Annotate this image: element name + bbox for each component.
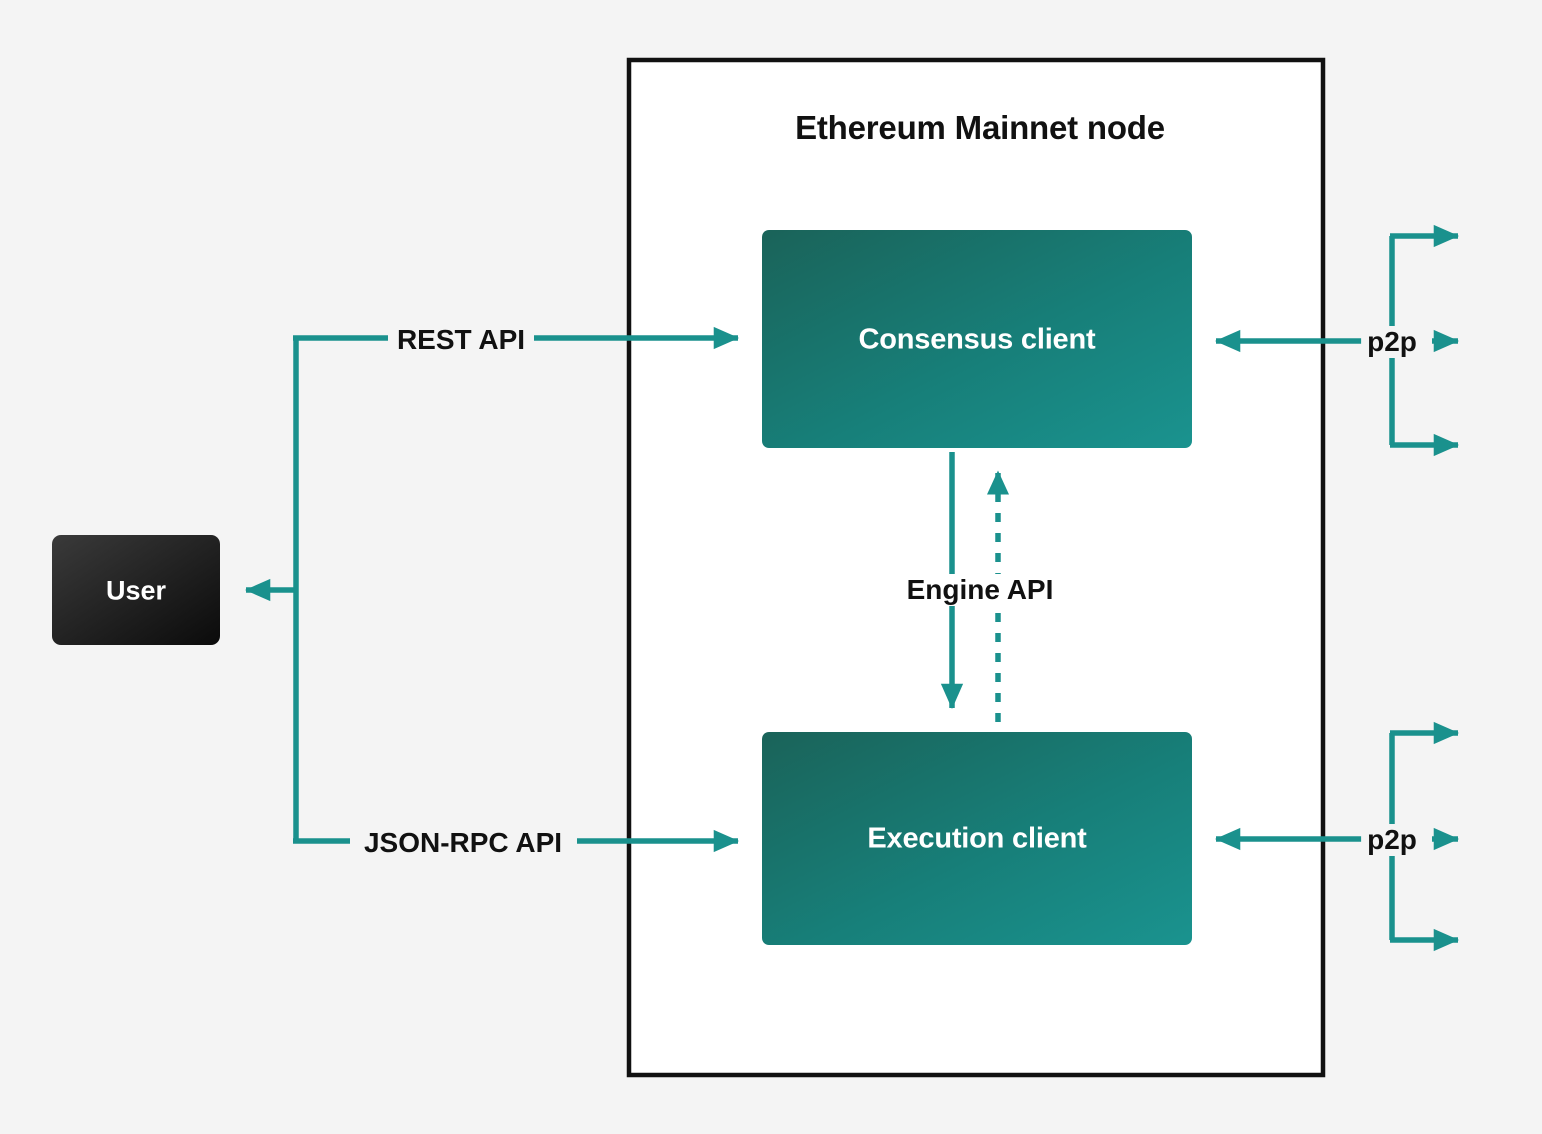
user-label: User (105, 575, 167, 606)
rest-api-label: REST API (390, 324, 532, 356)
engine-api-label: Engine API (900, 574, 1060, 606)
p2p-bottom-label: p2p (1361, 824, 1423, 856)
consensus-client-label: Consensus client (858, 323, 1096, 356)
execution-client-box[interactable] (762, 732, 1192, 945)
execution-client-label: Execution client (867, 822, 1087, 855)
p2p-top-label: p2p (1361, 326, 1423, 358)
consensus-client-box[interactable] (762, 230, 1192, 448)
user-box[interactable] (52, 535, 220, 645)
json-rpc-api-label: JSON-RPC API (357, 827, 569, 859)
node-container-title: Ethereum Mainnet node (795, 109, 1165, 146)
